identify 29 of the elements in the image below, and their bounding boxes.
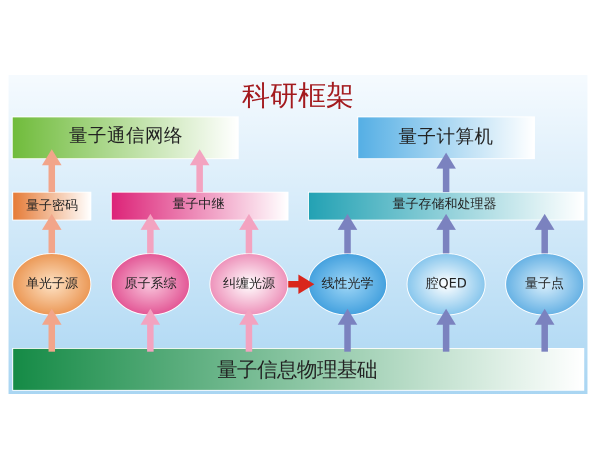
arrow — [190, 148, 210, 192]
node-box: 量子通信网络 — [12, 116, 239, 159]
arrow — [436, 152, 456, 192]
arrow — [140, 308, 160, 352]
node-ellipse: 原子系综 — [110, 252, 190, 315]
arrow — [42, 213, 62, 253]
node-box: 量子存储和处理器 — [308, 191, 584, 220]
arrow — [239, 213, 259, 253]
arrow — [239, 308, 259, 352]
arrow — [42, 308, 62, 352]
arrow — [436, 308, 456, 352]
node-box: 量子密码 — [12, 191, 92, 220]
node-ellipse: 量子点 — [505, 252, 584, 315]
arrow — [288, 274, 314, 294]
node-ellipse: 线性光学 — [308, 252, 388, 315]
arrow — [534, 308, 554, 352]
diagram-title: 科研框架 — [242, 78, 354, 112]
node-box: 量子中继 — [110, 191, 288, 220]
node-ellipse: 纠缠光源 — [209, 252, 288, 315]
arrow — [436, 213, 456, 253]
node-ellipse: 腔QED — [406, 252, 486, 315]
node-box: 量子计算机 — [357, 116, 535, 159]
arrow — [534, 213, 554, 253]
arrow — [42, 148, 62, 192]
arrow — [338, 213, 358, 253]
node-box: 量子信息物理基础 — [12, 347, 584, 390]
node-ellipse: 单光子源 — [12, 252, 92, 315]
arrow — [140, 213, 160, 253]
arrow — [338, 308, 358, 352]
